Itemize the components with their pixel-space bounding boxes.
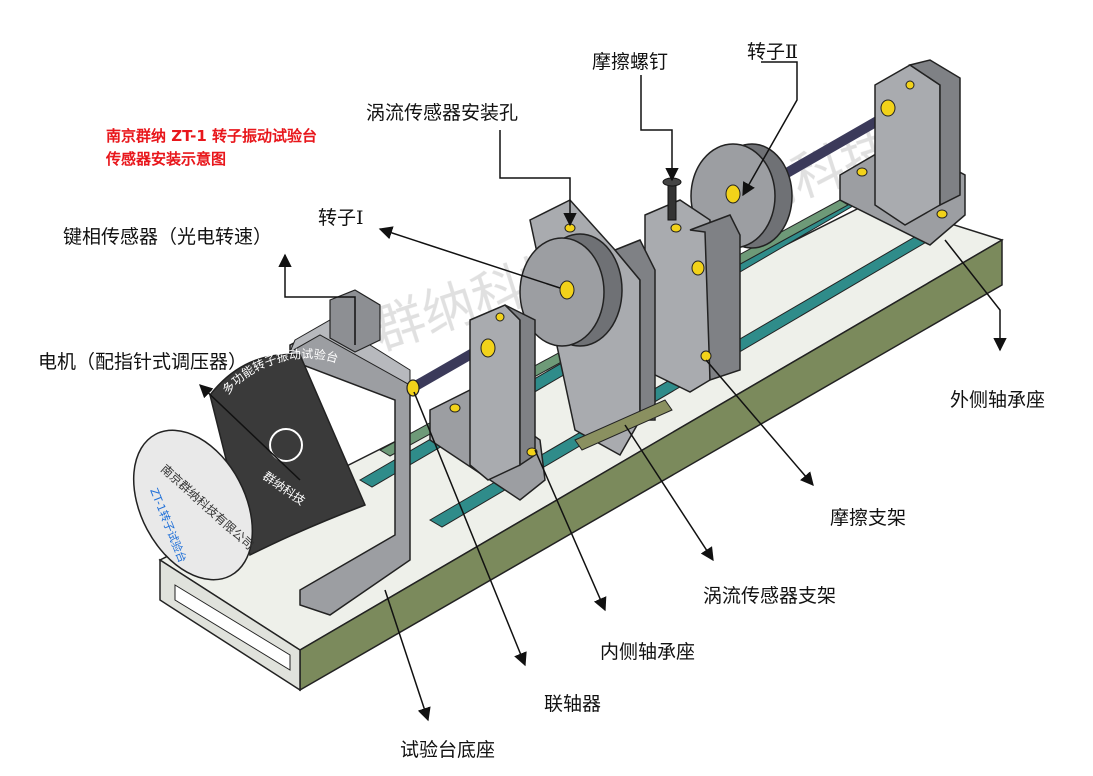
friction-bracket	[644, 177, 741, 393]
label-friction-screw: 摩擦螺钉	[592, 51, 669, 73]
leader-lines	[199, 61, 1007, 722]
bolt	[564, 223, 576, 233]
leader-eddy-bracket	[624, 424, 714, 562]
bolt	[856, 167, 868, 177]
coupling	[406, 379, 420, 397]
label-coupling: 联轴器	[544, 693, 602, 715]
bolt	[725, 184, 741, 204]
bolt	[526, 447, 538, 457]
leader-friction-bracket	[705, 359, 814, 487]
label-inner-bearing-seat: 内侧轴承座	[600, 641, 696, 663]
bolt	[691, 260, 705, 276]
motor-end-cap	[132, 429, 254, 581]
diagram-title-line2: 传感器安装示意图	[106, 150, 227, 168]
leader-outer-bearing	[944, 239, 1007, 352]
bolt	[559, 280, 575, 300]
bolt	[700, 350, 712, 362]
label-key-phase-sensor: 键相传感器（光电转速）	[63, 226, 273, 248]
leader-rotor2	[742, 61, 798, 197]
leader-friction-screw	[640, 75, 679, 182]
bolt	[495, 312, 505, 322]
bolt	[480, 338, 496, 358]
friction-screw	[667, 181, 677, 221]
leader-base	[384, 589, 431, 722]
leader-eddy-hole	[499, 130, 577, 227]
base-left-slot	[174, 584, 291, 671]
label-rotor2: 转子Ⅱ	[747, 41, 798, 63]
bolt	[449, 403, 461, 413]
leader-key-phase	[278, 253, 356, 345]
motor: 多功能转子振动试验台 群纳科技 南京群纳科技有限公司 ZT-1转子试验台	[132, 346, 366, 581]
leader-motor	[199, 384, 301, 481]
label-eddy-sensor-bracket: 涡流传感器支架	[703, 585, 837, 607]
label-test-bench-base: 试验台底座	[400, 739, 496, 761]
outer-bearing-seat	[839, 59, 966, 246]
diagram-title-line1: 南京群纳 ZT-1 转子振动试验台	[106, 127, 318, 145]
label-motor: 电机（配指针式调压器）	[38, 351, 248, 373]
leader-coupling	[413, 391, 527, 667]
rotor-1	[519, 233, 623, 347]
label-friction-bracket: 摩擦支架	[830, 507, 907, 529]
label-rotor1: 转子Ⅰ	[318, 207, 364, 229]
bolt	[880, 99, 896, 117]
leader-rotor1	[378, 226, 561, 289]
inner-bearing-seat	[429, 304, 546, 501]
bolt	[905, 80, 915, 90]
leader-inner-bearing	[534, 449, 607, 612]
label-outer-bearing-seat: 外侧轴承座	[950, 389, 1046, 411]
label-eddy-sensor-hole: 涡流传感器安装孔	[366, 102, 519, 124]
bolt	[936, 209, 948, 219]
bolt	[670, 223, 682, 233]
brand-logo	[269, 428, 303, 462]
